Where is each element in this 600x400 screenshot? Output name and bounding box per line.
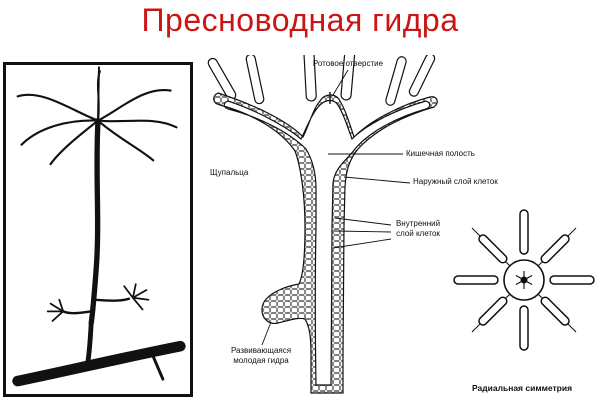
label-outer-cell-layer: Наружный слой клеток bbox=[413, 177, 498, 186]
hydra-sketch-panel bbox=[3, 62, 193, 397]
anatomy-tentacles bbox=[207, 55, 436, 106]
radial-center-star bbox=[515, 271, 533, 289]
spoke bbox=[478, 296, 508, 326]
sketch-tentacle bbox=[20, 119, 100, 146]
label-tentacles: Щупальца bbox=[210, 168, 249, 177]
spoke bbox=[519, 305, 529, 351]
sketch-substrate bbox=[12, 340, 186, 387]
spoke bbox=[540, 296, 570, 326]
spoke bbox=[478, 234, 508, 264]
sketch-bud-tentacles bbox=[46, 298, 65, 322]
sketch-bud-branch bbox=[91, 297, 131, 302]
radial-spokes bbox=[453, 209, 595, 351]
sketch-body-column bbox=[88, 117, 101, 326]
label-mouth-opening: Ротовое отверстие bbox=[312, 59, 384, 68]
spoke bbox=[453, 275, 499, 285]
sketch-tentacle bbox=[96, 89, 172, 122]
tentacle bbox=[385, 56, 407, 106]
sketch-tentacle bbox=[96, 119, 178, 129]
pointer-outer-layer bbox=[343, 176, 411, 184]
spoke bbox=[549, 275, 595, 285]
tentacle bbox=[408, 55, 436, 97]
pointer-inner-layer bbox=[334, 217, 392, 226]
sketch-tentacle bbox=[49, 119, 100, 166]
label-developing-hydra: Развивающаяся молодая гидра bbox=[230, 346, 292, 365]
spoke bbox=[519, 209, 529, 255]
pointer-mouth bbox=[332, 69, 349, 96]
sketch-tentacle bbox=[96, 119, 155, 162]
pointer-inner-layer bbox=[333, 230, 392, 233]
label-inner-cell-layer: Внутренний слой клеток bbox=[395, 219, 441, 238]
sketch-tentacle bbox=[96, 70, 101, 122]
page-title: Пресноводная гидра bbox=[141, 2, 459, 38]
hydra-anatomy-diagram bbox=[207, 55, 438, 394]
pointer-inner-layer bbox=[332, 238, 392, 249]
sketch-tentacle bbox=[16, 93, 100, 122]
hydra-sketch-illustration bbox=[12, 66, 186, 387]
sketch-foot bbox=[84, 320, 94, 368]
tentacle bbox=[340, 55, 356, 101]
sketch-bud-tentacles bbox=[123, 283, 150, 311]
body-wall bbox=[213, 92, 438, 394]
sketch-substrate-mark bbox=[149, 350, 165, 381]
sketch-bud-branch bbox=[61, 310, 93, 315]
radial-symmetry-diagram bbox=[453, 209, 595, 351]
pointer-bud bbox=[261, 321, 272, 346]
label-gut-cavity: Кишечная полость bbox=[406, 149, 475, 158]
label-radial-symmetry: Радиальная симметрия bbox=[471, 383, 573, 393]
tentacle bbox=[303, 55, 317, 102]
spoke bbox=[540, 234, 570, 264]
pointer-lines bbox=[261, 69, 411, 346]
tentacle bbox=[245, 55, 265, 105]
